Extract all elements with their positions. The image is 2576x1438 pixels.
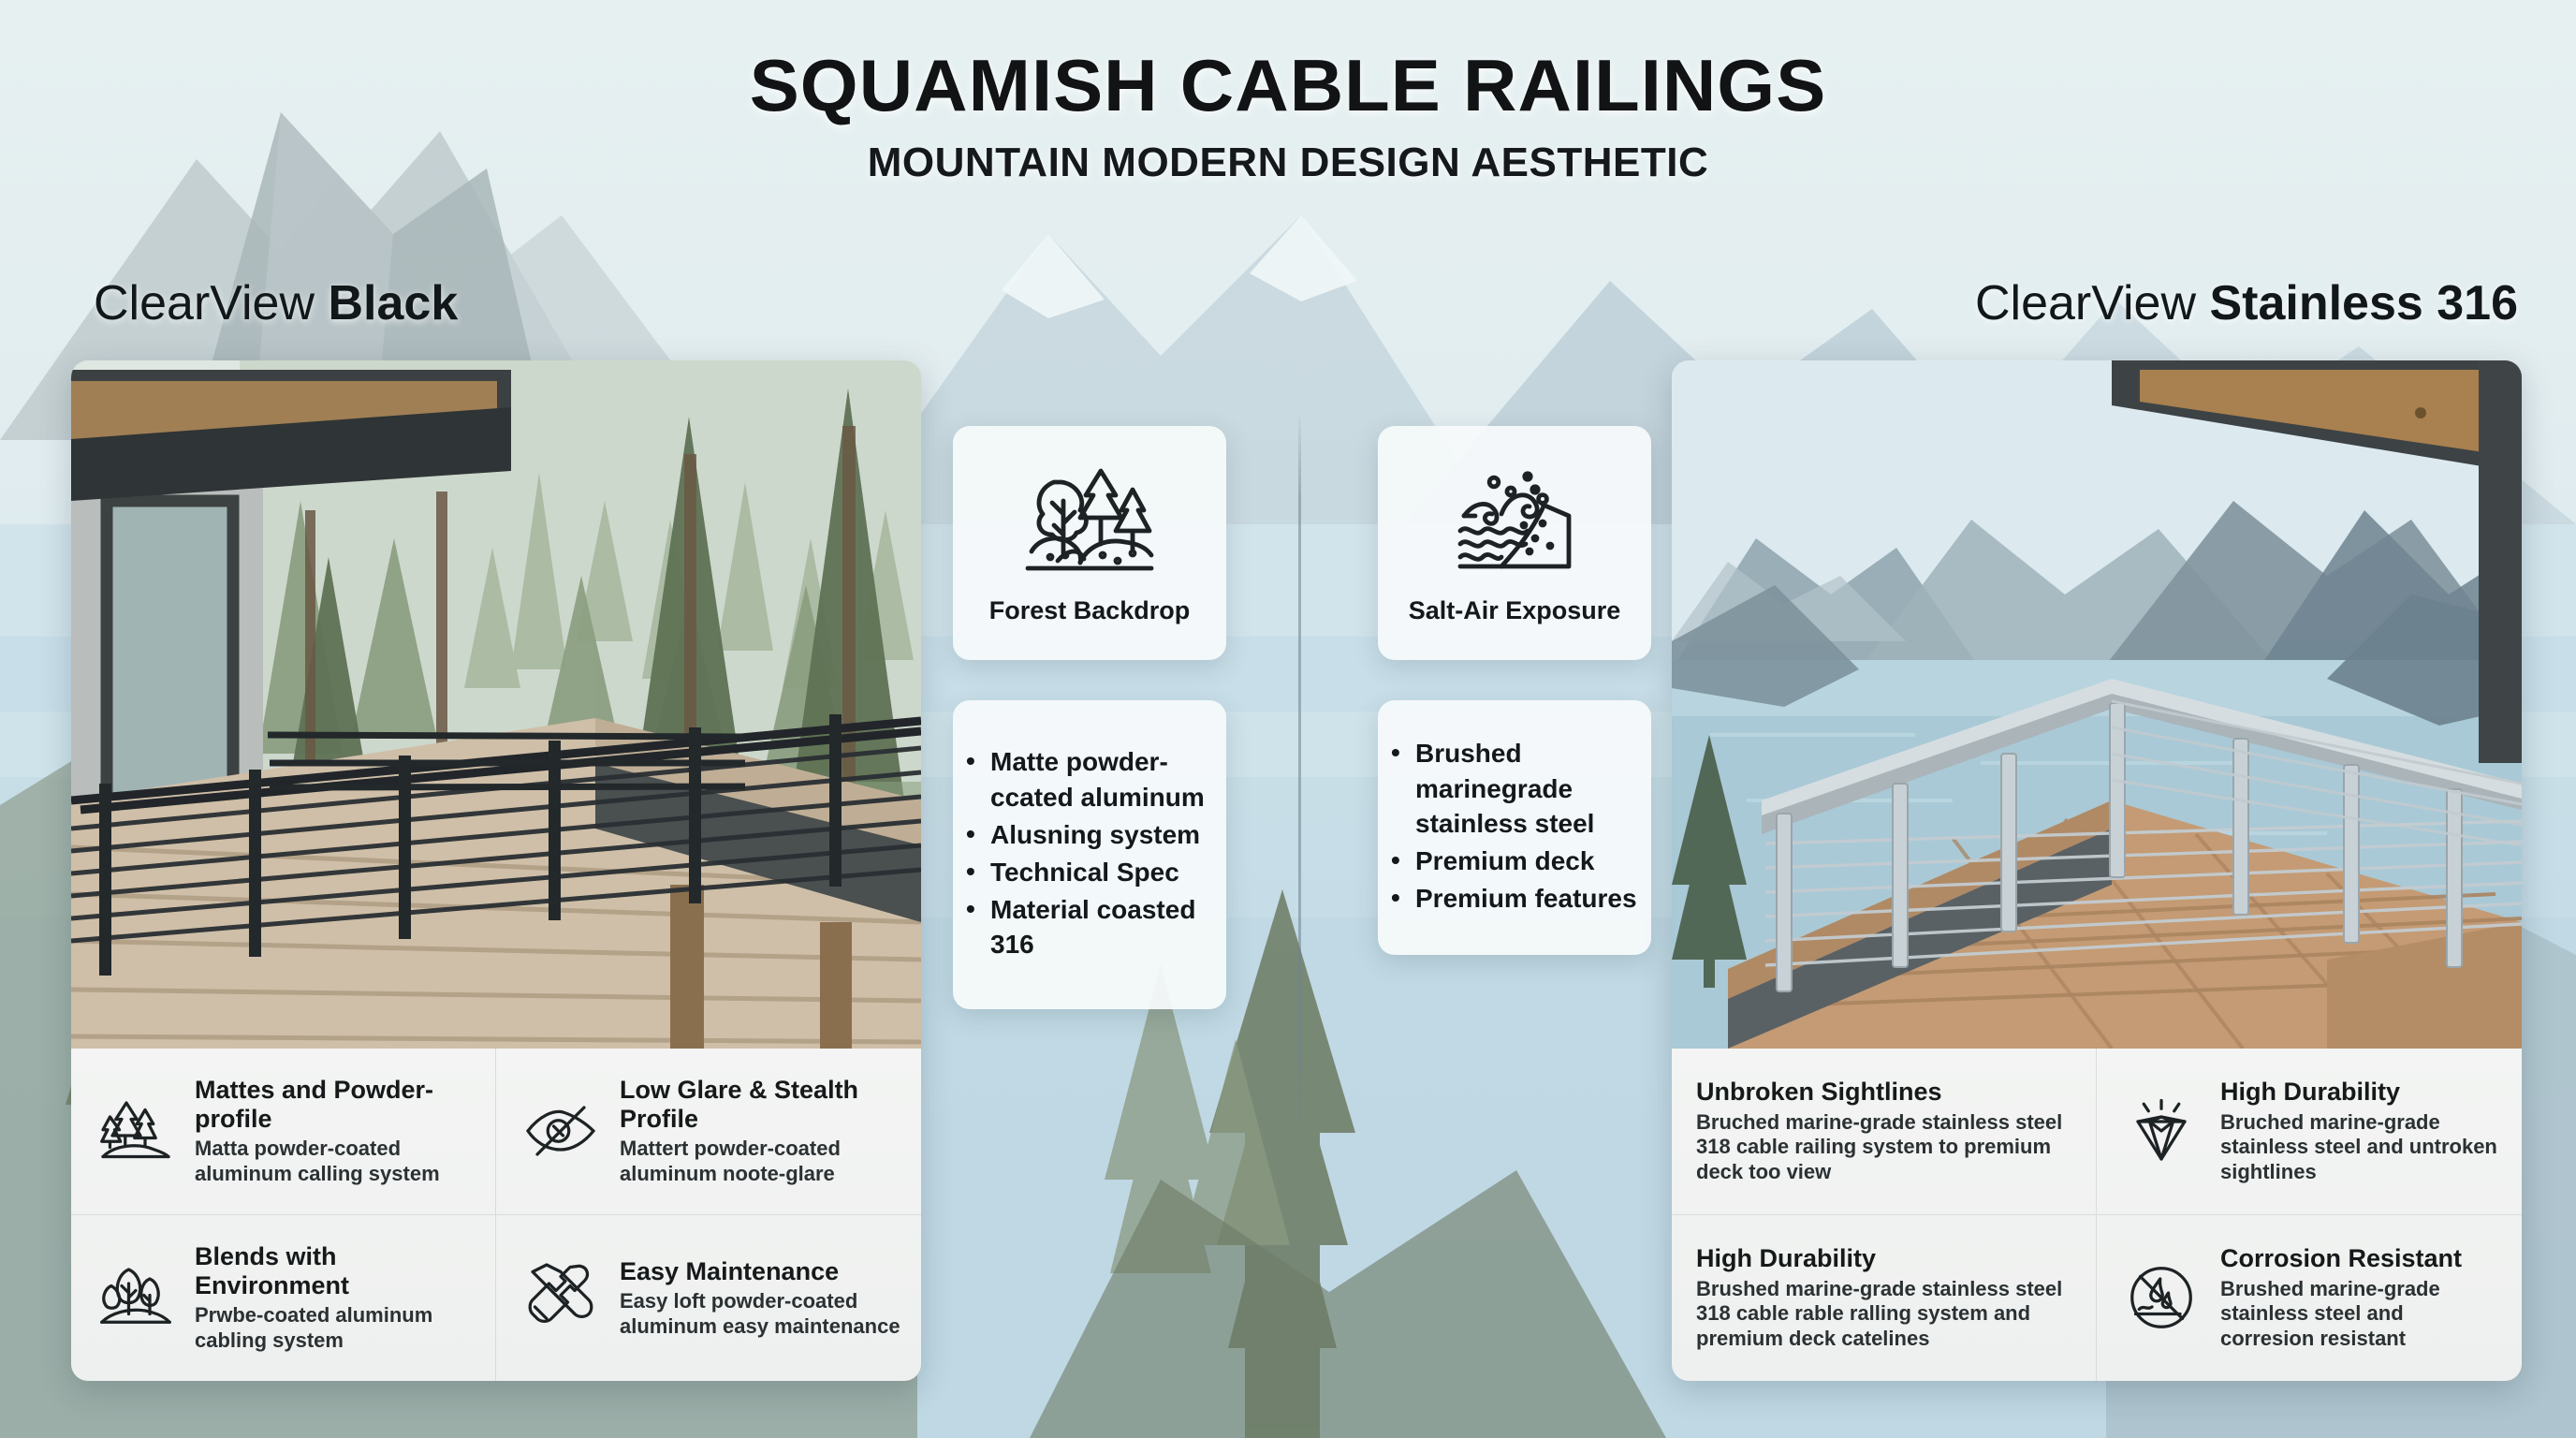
feature-title: High Durability bbox=[2220, 1078, 2401, 1107]
feature-description: Mattert powder-coated aluminum noote-gla… bbox=[620, 1137, 841, 1185]
product-panel-black: Mattes and Powder-profile Matta powder-c… bbox=[71, 360, 921, 1381]
trees-hill-icon bbox=[95, 1257, 176, 1338]
black-spec-list: Matte powder-ccated aluminum Alusning sy… bbox=[953, 743, 1226, 964]
feature-title: High Durability bbox=[1696, 1244, 1877, 1273]
feature-grid-black: Mattes and Powder-profile Matta powder-c… bbox=[71, 1049, 921, 1381]
list-item: Alusning system bbox=[966, 816, 1221, 852]
feature-cell: Mattes and Powder-profile Matta powder-c… bbox=[71, 1049, 496, 1215]
feature-title: Easy Maintenance bbox=[620, 1256, 840, 1285]
feature-cell: Corrosion Resistant Brushed marine-grade… bbox=[2097, 1215, 2522, 1382]
feature-title: Unbroken Sightlines bbox=[1696, 1078, 1942, 1107]
center-card-label: Forest Backdrop bbox=[988, 595, 1191, 624]
feature-description: Brushed marine-grade stainless steel and… bbox=[2220, 1276, 2440, 1350]
feature-title: Blends with Environment bbox=[195, 1242, 350, 1299]
list-item: Technical Spec bbox=[966, 854, 1221, 889]
center-divider bbox=[1298, 412, 1301, 1142]
three-pine-trees-icon bbox=[95, 1091, 176, 1171]
variant-name-left: Black bbox=[328, 276, 459, 330]
wrench-screwdriver-icon bbox=[520, 1257, 601, 1338]
list-item: Premium features bbox=[1391, 880, 1646, 916]
list-item: Matte powder-ccated aluminum bbox=[966, 743, 1221, 814]
feature-description: Bruched marine-grade stainless steel and… bbox=[2220, 1109, 2497, 1183]
brand-name-right: ClearView bbox=[1974, 276, 2210, 330]
column-heading-black: ClearView Black bbox=[94, 279, 458, 328]
scene-stainless-railing-deck bbox=[1672, 360, 2522, 1049]
brand-name-left: ClearView bbox=[94, 276, 329, 330]
list-item: Brushed marinegrade stainless steel bbox=[1391, 735, 1646, 841]
center-card-salt-air-exposure: Salt-Air Exposure bbox=[1378, 426, 1651, 660]
diamond-icon bbox=[2121, 1091, 2202, 1171]
feature-cell: Blends with Environment Prwbe-coated alu… bbox=[71, 1214, 496, 1381]
feature-description: Brushed marine-grade stainless steel 318… bbox=[1696, 1276, 2063, 1350]
no-water-droplet-icon bbox=[2121, 1257, 2202, 1338]
center-card-black-specs: Matte powder-ccated aluminum Alusning sy… bbox=[953, 700, 1226, 1009]
feature-title: Corrosion Resistant bbox=[2220, 1244, 2463, 1273]
feature-description: Easy loft powder-coated aluminum easy ma… bbox=[620, 1289, 900, 1338]
page-subtitle: MOUNTAIN MODERN DESIGN AESTHETIC bbox=[867, 139, 1709, 185]
scene-black-railing-deck bbox=[71, 360, 921, 1049]
feature-description: Prwbe-coated aluminum cabling system bbox=[195, 1303, 433, 1352]
feature-title: Low Glare & Stealth Profile bbox=[620, 1076, 859, 1133]
feature-grid-stainless: Unbroken Sightlines Bruched marine-grade… bbox=[1672, 1049, 2522, 1381]
feature-title: Mattes and Powder-profile bbox=[195, 1076, 434, 1133]
center-card-stainless-specs: Brushed marinegrade stainless steel Prem… bbox=[1378, 700, 1651, 955]
center-card-label: Salt-Air Exposure bbox=[1408, 595, 1621, 624]
center-card-forest-backdrop: Forest Backdrop bbox=[953, 426, 1226, 660]
ocean-wave-salt-air-icon bbox=[1445, 462, 1584, 585]
stainless-spec-list: Brushed marinegrade stainless steel Prem… bbox=[1378, 735, 1651, 918]
variant-name-right: Stainless 316 bbox=[2209, 276, 2518, 330]
column-heading-stainless: ClearView Stainless 316 bbox=[1975, 279, 2518, 328]
feature-cell: High Durability Bruched marine-grade sta… bbox=[2097, 1049, 2522, 1215]
list-item: Material coasted 316 bbox=[966, 891, 1221, 961]
feature-cell: Low Glare & Stealth Profile Mattert powd… bbox=[496, 1049, 921, 1215]
title-block: SQUAMISH CABLE RAILINGS MOUNTAIN MODERN … bbox=[0, 49, 2576, 183]
feature-cell: Unbroken Sightlines Bruched marine-grade… bbox=[1672, 1049, 2097, 1215]
eye-off-icon bbox=[520, 1091, 601, 1171]
product-panel-stainless: Unbroken Sightlines Bruched marine-grade… bbox=[1672, 360, 2522, 1381]
feature-cell: Easy Maintenance Easy loft powder-coated… bbox=[496, 1215, 921, 1382]
feature-description: Bruched marine-grade stainless steel 318… bbox=[1696, 1109, 2063, 1183]
forest-trees-path-icon bbox=[1020, 462, 1159, 585]
feature-description: Matta powder-coated aluminum calling sys… bbox=[195, 1137, 440, 1185]
page-title: SQUAMISH CABLE RAILINGS bbox=[749, 44, 1827, 126]
list-item: Premium deck bbox=[1391, 843, 1646, 878]
feature-cell: High Durability Brushed marine-grade sta… bbox=[1672, 1214, 2097, 1381]
